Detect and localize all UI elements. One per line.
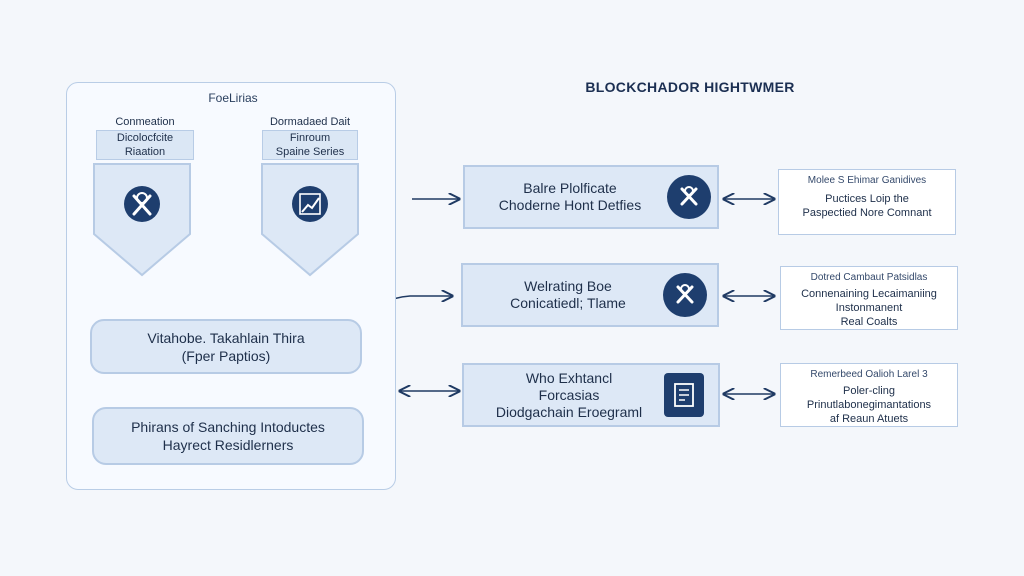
right-box-3-line: af Reaun Atuets [829, 413, 909, 425]
right-box-1-line: Paspectied Nore Comnant [802, 207, 932, 219]
middle-box-2: Welrating Boe Conicatiedl; Tlame [461, 263, 719, 327]
left-box-1-line: (Fper Paptios) [181, 347, 271, 364]
card-right-tab-line: Finroum [289, 132, 331, 144]
card-right-tab: Finroum Spaine Series [262, 130, 358, 160]
gear-x-icon [124, 186, 160, 222]
right-box-3: Remerbeed Oalioh Larel 3 Poler-cling Pri… [780, 363, 958, 427]
card-left-tab-line: Dicolocfcite [116, 132, 174, 144]
right-box-2-line: Real Coalts [840, 316, 898, 328]
right-box-1-line: Puctices Loip the [825, 193, 909, 205]
diagram-title: BLOCKCHADOR HIGHTWMER [585, 79, 795, 95]
document-icon [664, 373, 704, 417]
gear-x-icon [663, 273, 707, 317]
gear-x-icon [667, 175, 711, 219]
right-box-2: Dotred Cambaut Patsidlas Connenaining Le… [780, 266, 958, 330]
middle-box-1: Balre Plolficate Choderne Hont Detfies [463, 165, 719, 229]
right-box-3-line: Poler-cling [843, 385, 895, 397]
middle-box-1-line: Choderne Hont Detfies [498, 197, 642, 213]
right-box-1-title: Molee S Ehimar Ganidives [807, 175, 927, 186]
left-box-2-line: Hayrect Residlerners [162, 437, 294, 453]
middle-box-2-line: Welrating Boe [524, 278, 612, 294]
left-box-1: Vitahobe. Takahlain Thira (Fper Paptios) [90, 319, 362, 374]
middle-box-2-line: Conicatiedl; Tlame [510, 295, 626, 311]
right-box-3-title: Remerbeed Oalioh Larel 3 [810, 369, 928, 380]
right-box-2-line: Instonmanent [835, 302, 903, 314]
right-box-3-line: Prinutlabonegimantations [806, 399, 932, 411]
card-left-heading: Conmeation [115, 116, 175, 128]
middle-box-3-line: Diodgachain Eroegraml [495, 403, 643, 420]
middle-box-3-line: Forcasias [538, 386, 600, 403]
right-box-2-title: Dotred Cambaut Patsidlas [810, 272, 928, 283]
card-right-tab-line: Spaine Series [275, 146, 345, 158]
card-left-shield [93, 163, 191, 277]
right-box-1: Molee S Ehimar Ganidives Puctices Loip t… [778, 169, 956, 235]
card-right-shield [261, 163, 359, 277]
middle-box-3: Who Exhtancl Forcasias Diodgachain Eroeg… [462, 363, 720, 427]
card-left-tab-line: Riaation [124, 146, 166, 158]
card-right-heading: Dormadaed Dait [269, 116, 351, 128]
left-panel-title: FoeLirias [208, 91, 258, 105]
middle-box-1-line: Balre Plolficate [523, 180, 617, 196]
right-box-2-line: Connenaining Lecaimaniing [801, 288, 937, 300]
card-left-tab: Dicolocfcite Riaation [96, 130, 194, 160]
left-box-2-line: Phirans of Sanching Intoductes [131, 419, 325, 435]
left-box-2: Phirans of Sanching Intoductes Hayrect R… [92, 407, 364, 465]
left-box-1-line: Vitahobe. Takahlain Thira [147, 329, 305, 346]
chart-trend-icon [292, 186, 328, 222]
middle-box-3-line: Who Exhtancl [525, 369, 613, 386]
